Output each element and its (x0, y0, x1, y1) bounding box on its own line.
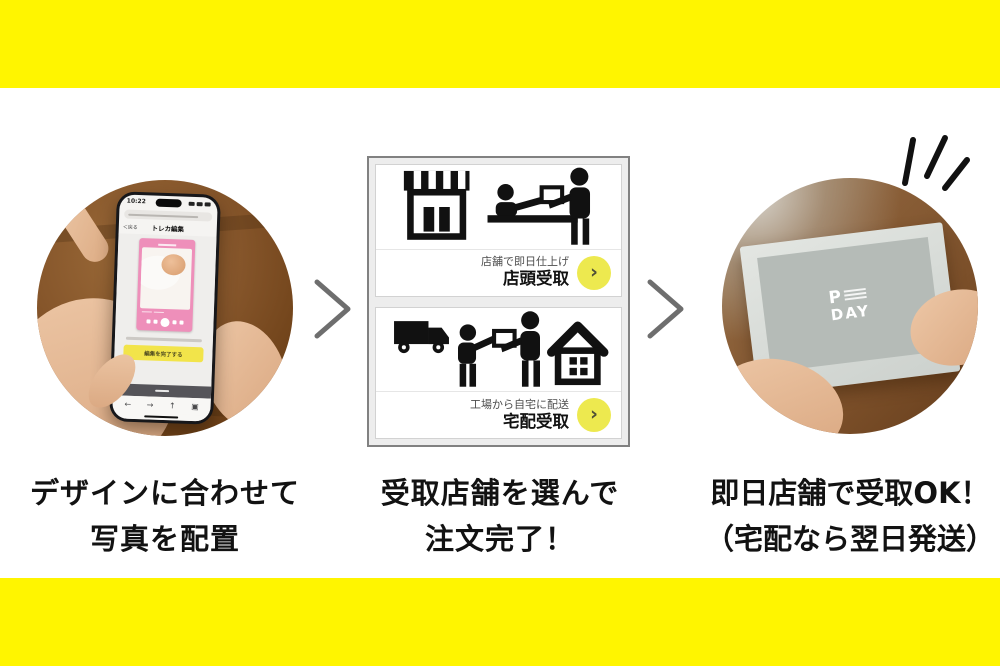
home-delivery-label-row[interactable]: 工場から自宅に配送 宅配受取 › (376, 392, 621, 438)
store-pickup-label-row[interactable]: 店舗で即日仕上げ 店頭受取 › (376, 250, 621, 296)
complete-edit-button: 編集を完了する (123, 344, 204, 363)
home-delivery-arrow-button[interactable]: › (577, 398, 611, 432)
step2-caption-line1: 受取店舗を選んで (380, 476, 620, 510)
step1-photo-circle: 10:22 ＜戻る トレカ編集 (37, 180, 293, 436)
pday-logo: P DAY (828, 286, 872, 325)
baby (161, 253, 186, 276)
home-delivery-title: 宅配受取 (503, 411, 569, 431)
tapping-finger (39, 180, 114, 268)
storefront-counter-pictogram (403, 167, 590, 245)
step1-caption-line2: 写真を配置 (89, 522, 240, 556)
baby-photo (139, 247, 193, 310)
store-pickup-title: 店頭受取 (503, 269, 569, 289)
tabs-icon: ▣ (191, 401, 199, 412)
back-link: ＜戻る (122, 223, 138, 231)
logo-word: DAY (829, 301, 872, 325)
player-controls (139, 315, 189, 329)
step-separator-chevron (647, 279, 684, 339)
step1-caption-line1: デザインに合わせて (29, 476, 300, 510)
bottom-yellow-band (0, 578, 1000, 666)
pickup-options-panel: 店舗で即日仕上げ 店頭受取 › (367, 156, 630, 447)
home-delivery-illustration (376, 308, 621, 392)
store-pickup-sublabel: 店舗で即日仕上げ (481, 255, 569, 269)
step1-caption: デザインに合わせて 写真を配置 (0, 470, 330, 562)
play-button-icon (159, 317, 170, 327)
dynamic-island (155, 198, 182, 208)
store-pickup-arrow-button[interactable]: › (577, 255, 611, 290)
step-separator-chevron (314, 279, 351, 339)
top-yellow-band (0, 0, 1000, 88)
store-pickup-illustration (376, 165, 621, 250)
logo-tagline-lines (843, 286, 867, 303)
trading-card-preview (136, 238, 196, 332)
step3-caption-line1: 即日店舗で受取OK！ (710, 476, 990, 510)
share-icon: ↑ (168, 401, 176, 411)
step2-caption: 受取店舗を選んで 注文完了！ (355, 470, 645, 562)
home-delivery-sublabel: 工場から自宅に配送 (470, 397, 569, 411)
step3-caption-line2: （宅配なら翌日発送） (704, 522, 995, 556)
step3-photo-circle: P DAY (722, 178, 978, 434)
nav-forward-icon: → (146, 400, 154, 410)
url-text-placeholder (128, 213, 199, 218)
nav-back-icon: ← (124, 399, 132, 409)
step3-caption: 即日店舗で受取OK！ （宅配なら翌日発送） (680, 470, 1000, 562)
home-delivery-card[interactable]: 工場から自宅に配送 宅配受取 › (375, 306, 622, 439)
package-front-panel: P DAY (757, 236, 942, 373)
store-pickup-card[interactable]: 店舗で即日仕上げ 店頭受取 › (375, 164, 622, 297)
hint-text-placeholder (125, 336, 202, 343)
screen-title: トレカ編集 (151, 224, 185, 234)
step2-caption-line2: 注文完了！ (424, 522, 575, 556)
status-icons (188, 201, 211, 207)
phone-status-bar: 10:22 (119, 194, 217, 210)
status-time: 10:22 (126, 197, 146, 206)
delivery-house-pictogram (393, 311, 608, 387)
emphasis-lines-icon (902, 135, 970, 191)
